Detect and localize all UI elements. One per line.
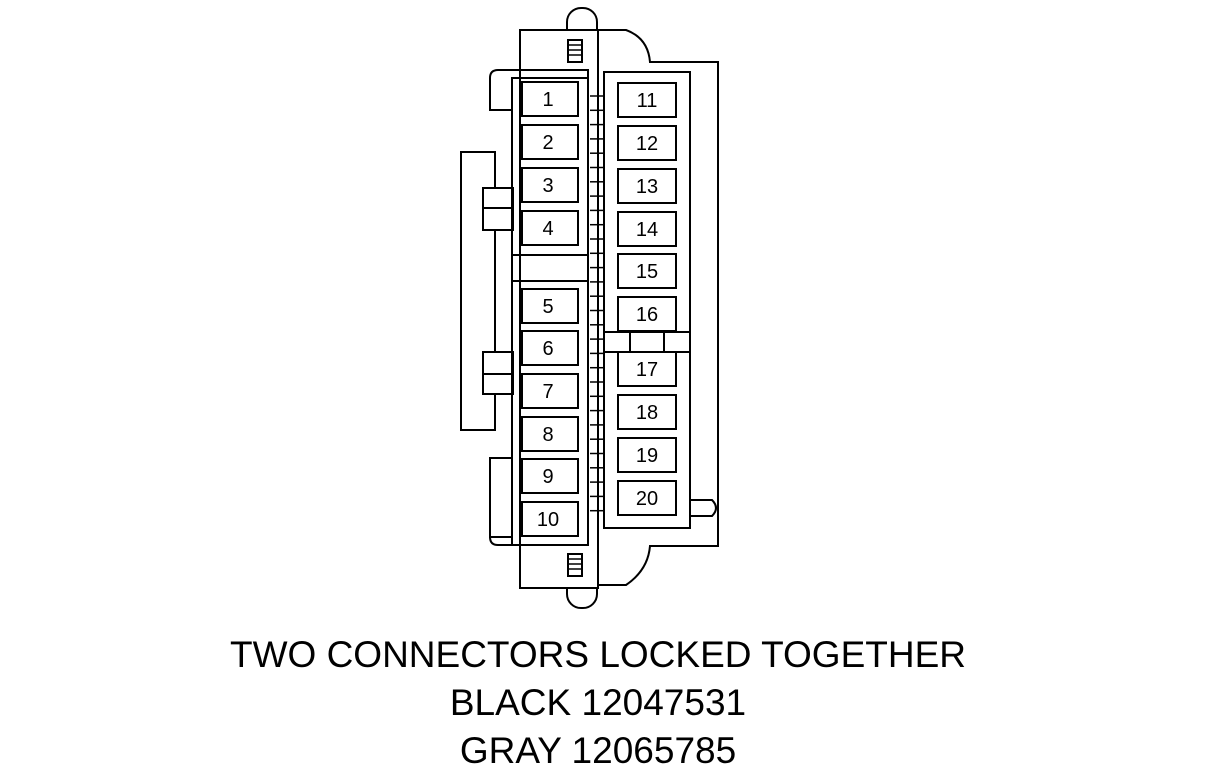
- pin-cavity: 10: [521, 501, 579, 537]
- pin-number: 9: [542, 466, 553, 488]
- pin-number: 19: [636, 445, 658, 467]
- pin-cavity: 7: [521, 373, 579, 409]
- pin-number: 4: [542, 218, 553, 240]
- pin-cavity: 11: [617, 82, 677, 118]
- pin-number: 2: [542, 132, 553, 154]
- pin-cavity: 12: [617, 125, 677, 161]
- pin-number: 17: [636, 359, 658, 381]
- right-housing-outline: [597, 29, 719, 586]
- seam-ticks: [590, 95, 604, 512]
- pin-number: 15: [636, 261, 658, 283]
- right-group-divider: [603, 331, 691, 353]
- pin-cavity: 18: [617, 394, 677, 430]
- top-vent: [567, 39, 583, 63]
- pin-cavity: 19: [617, 437, 677, 473]
- pin-cavity: 13: [617, 168, 677, 204]
- pin-number: 14: [636, 219, 658, 241]
- pin-number: 18: [636, 402, 658, 424]
- pin-number: 3: [542, 175, 553, 197]
- caption-line-1: TWO CONNECTORS LOCKED TOGETHER: [230, 634, 966, 675]
- left-group-divider: [511, 254, 589, 282]
- pin-number: 16: [636, 304, 658, 326]
- left-pin-cavities: 1 2 3 4 5 6 7 8 9 10: [521, 81, 579, 537]
- pin-number: 20: [636, 488, 658, 510]
- bottom-vent: [567, 553, 583, 577]
- pin-cavity: 8: [521, 416, 579, 452]
- pin-cavity: 14: [617, 211, 677, 247]
- pin-cavity: 6: [521, 330, 579, 366]
- pin-number: 8: [542, 424, 553, 446]
- caption: TWO CONNECTORS LOCKED TOGETHER BLACK 120…: [230, 634, 966, 771]
- pin-number: 11: [637, 90, 658, 112]
- caption-line-2: BLACK 12047531: [450, 682, 746, 723]
- pin-cavity: 20: [617, 480, 677, 516]
- pin-number: 13: [636, 176, 658, 198]
- pin-cavity: 15: [617, 253, 677, 289]
- connector-body: [460, 7, 719, 609]
- pin-number: 5: [542, 296, 553, 318]
- pin-cavity: 17: [617, 351, 677, 387]
- pin-number: 12: [636, 133, 658, 155]
- pin-cavity: 1: [521, 81, 579, 117]
- left-cavity-frame: [511, 77, 589, 546]
- right-cavity-frame: [603, 71, 691, 529]
- pin-number: 10: [537, 509, 559, 531]
- caption-line-3: GRAY 12065785: [460, 730, 736, 771]
- right-latch-hook: [690, 499, 717, 517]
- right-pin-cavities: 11 12 13 14 15 16 17 18 19 20: [617, 82, 677, 516]
- pin-cavity: 2: [521, 124, 579, 160]
- left-bottom-clip: [489, 457, 513, 538]
- pin-cavity: 5: [521, 288, 579, 324]
- pin-cavity: 16: [617, 296, 677, 332]
- pin-number: 6: [542, 338, 553, 360]
- pin-cavity: 4: [521, 210, 579, 246]
- pin-number: 1: [542, 89, 553, 111]
- left-top-clip: [489, 78, 513, 111]
- pin-cavity: 9: [521, 458, 579, 494]
- pin-cavity: 3: [521, 167, 579, 203]
- pin-number: 7: [542, 381, 553, 403]
